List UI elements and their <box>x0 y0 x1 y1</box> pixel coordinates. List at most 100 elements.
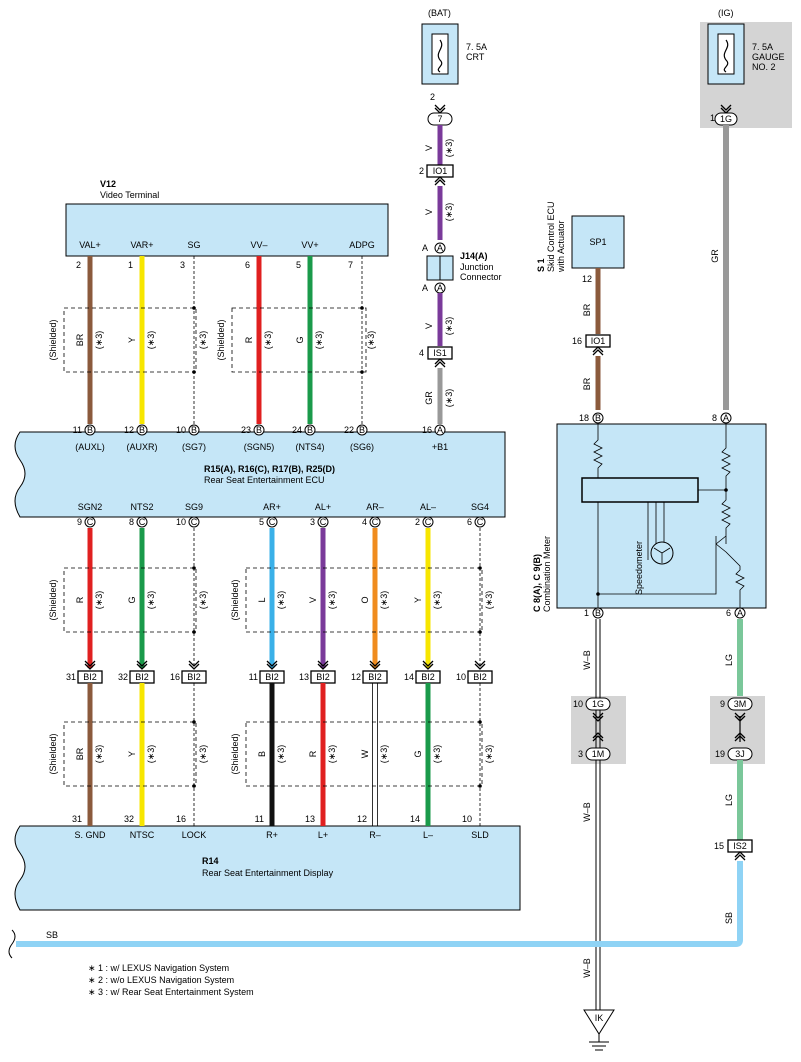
bi2-num-5: 12 <box>351 672 361 682</box>
ecu-bottom-conn-2-label: C <box>191 517 198 527</box>
v12-name: Video Terminal <box>100 190 159 200</box>
bi2-num-4: 13 <box>299 672 309 682</box>
mid-wire-note-1: (∗3) <box>146 591 156 610</box>
junction-3m-num: 9 <box>720 699 725 709</box>
ecu-top-label-4: (NTS4) <box>296 442 325 452</box>
bi2-chevron-2 <box>188 660 200 670</box>
v12-pin-label-2: SG <box>187 240 200 250</box>
bat-wire-color-3: GR <box>424 391 434 405</box>
ecu-bottom-conn-7 <box>474 516 486 528</box>
v12-pin-num-4: 5 <box>296 260 301 270</box>
mid-wire-color-0: R <box>75 596 85 603</box>
speedometer-needle-icon <box>653 547 671 563</box>
ecu-bottom-label-5: AR– <box>366 502 384 512</box>
mid-shield-left <box>63 567 197 633</box>
wb-label-1: W–B <box>582 650 592 670</box>
s1-pin-num: 12 <box>582 274 592 284</box>
display-pin-label-1: NTSC <box>130 830 155 840</box>
meter-resistor-right <box>698 424 731 544</box>
sb-label-left: SB <box>46 930 58 940</box>
ecu-top-num-6: 16 <box>422 425 432 435</box>
meter-pin18-conn-label: B <box>595 413 601 423</box>
bottom-wire-color-5: G <box>413 750 423 757</box>
bi2-chevron-5 <box>369 660 381 670</box>
display-pin-num-6: 14 <box>410 814 420 824</box>
upper-shield-right-label: (Shielded) <box>216 319 226 360</box>
v12-pin-label-3: VV– <box>250 240 267 250</box>
junction-1m <box>585 747 611 761</box>
mid-wire-note-4: (∗3) <box>379 591 389 610</box>
bottom-wire-note-0: (∗3) <box>94 745 104 764</box>
s1-pin-label: SP1 <box>589 237 606 247</box>
is1-connector-label: IS1 <box>433 348 447 358</box>
ecu-top-conn-3 <box>253 424 265 436</box>
v12-pin-num-3: 6 <box>245 260 250 270</box>
meter-transistor <box>597 502 745 608</box>
lg-label-1: LG <box>724 654 734 666</box>
ecu-bottom-conn-4 <box>317 516 329 528</box>
display-pin-label-6: L– <box>423 830 433 840</box>
junction-1m-num: 3 <box>578 749 583 759</box>
mid-dashed-note-0: (∗3) <box>198 591 208 610</box>
is2-chevron <box>734 851 746 861</box>
meter-id: C 8(A), C 9(B) <box>532 554 542 612</box>
io1-pin: 2 <box>419 166 424 176</box>
mid-shield-left-label: (Shielded) <box>48 579 58 620</box>
ig-fuse-amp: 7. 5A <box>752 42 773 52</box>
ecu-top-num-1: 12 <box>124 425 134 435</box>
note-2: ∗ 2 : w/o LEXUS Navigation System <box>88 975 234 985</box>
ecu-top-conn-6-label: A <box>437 425 443 435</box>
display-pin-num-4: 13 <box>305 814 315 824</box>
j14-top-conn-label: A <box>437 243 443 253</box>
meter-name: Combination Meter <box>542 536 552 612</box>
bi2-num-6: 14 <box>404 672 414 682</box>
ecu-bottom-num-7: 6 <box>467 517 472 527</box>
bottom-wire-color-3: R <box>308 750 318 757</box>
display-pin-num-1: 32 <box>124 814 134 824</box>
j14-id: J14(A) <box>460 251 488 261</box>
bat-chevron <box>434 104 446 114</box>
meter-box <box>556 423 767 609</box>
bat-wire-note-3: (∗3) <box>444 389 454 408</box>
ecu-top-num-2: 10 <box>176 425 186 435</box>
bat-fuse <box>421 23 459 85</box>
upper-wire-color-3: G <box>295 336 305 343</box>
bi2-connector-1-label: BI2 <box>135 672 149 682</box>
ecu-top-conn-3-label: B <box>256 425 262 435</box>
bottom-wire-note-1: (∗3) <box>146 745 156 764</box>
shield-dot-7-3 <box>478 784 482 788</box>
sb-label-right: SB <box>724 912 734 924</box>
ecu-bottom-num-1: 8 <box>129 517 134 527</box>
ecu-bottom-conn-6-label: C <box>425 517 432 527</box>
v12-box <box>65 203 389 257</box>
ecu-bottom-num-5: 4 <box>362 517 367 527</box>
lg-label-2: LG <box>724 794 734 806</box>
v12-id: V12 <box>100 179 116 189</box>
junction-3j-chevron <box>734 732 746 742</box>
bi2-chevron-1 <box>136 660 148 670</box>
bi2-num-7: 10 <box>456 672 466 682</box>
ecu-top-num-4: 24 <box>292 425 302 435</box>
junction-1m-label: 1M <box>592 749 605 759</box>
display-pin-label-0: S. GND <box>74 830 106 840</box>
io1b-connector-label: IO1 <box>591 336 606 346</box>
ecu-bottom-conn-0-label: C <box>87 517 94 527</box>
ecu-top-conn-0-label: B <box>87 425 93 435</box>
upper-shield-left <box>63 307 197 373</box>
meter-pin18-num: 18 <box>579 413 589 423</box>
display-pin-label-7: SLD <box>471 830 489 840</box>
upper-wire-note-3: (∗3) <box>314 331 324 350</box>
note-1: ∗ 1 : w/ LEXUS Navigation System <box>88 963 229 973</box>
bottom-shield-right <box>245 721 483 787</box>
bat-wire-color-0: V <box>424 145 434 151</box>
mid-wire-color-4: O <box>360 596 370 603</box>
ground-triangle-icon <box>583 1009 615 1035</box>
meter-pin8-conn <box>720 412 732 424</box>
wb-label-2: W–B <box>582 802 592 822</box>
bi2-chevron-4 <box>317 660 329 670</box>
ecu-name: Rear Seat Entertainment ECU <box>204 475 325 485</box>
upper-shield-left-label: (Shielded) <box>48 319 58 360</box>
mid-dashed-note-1: (∗3) <box>484 591 494 610</box>
j14-top-conn <box>434 242 446 254</box>
